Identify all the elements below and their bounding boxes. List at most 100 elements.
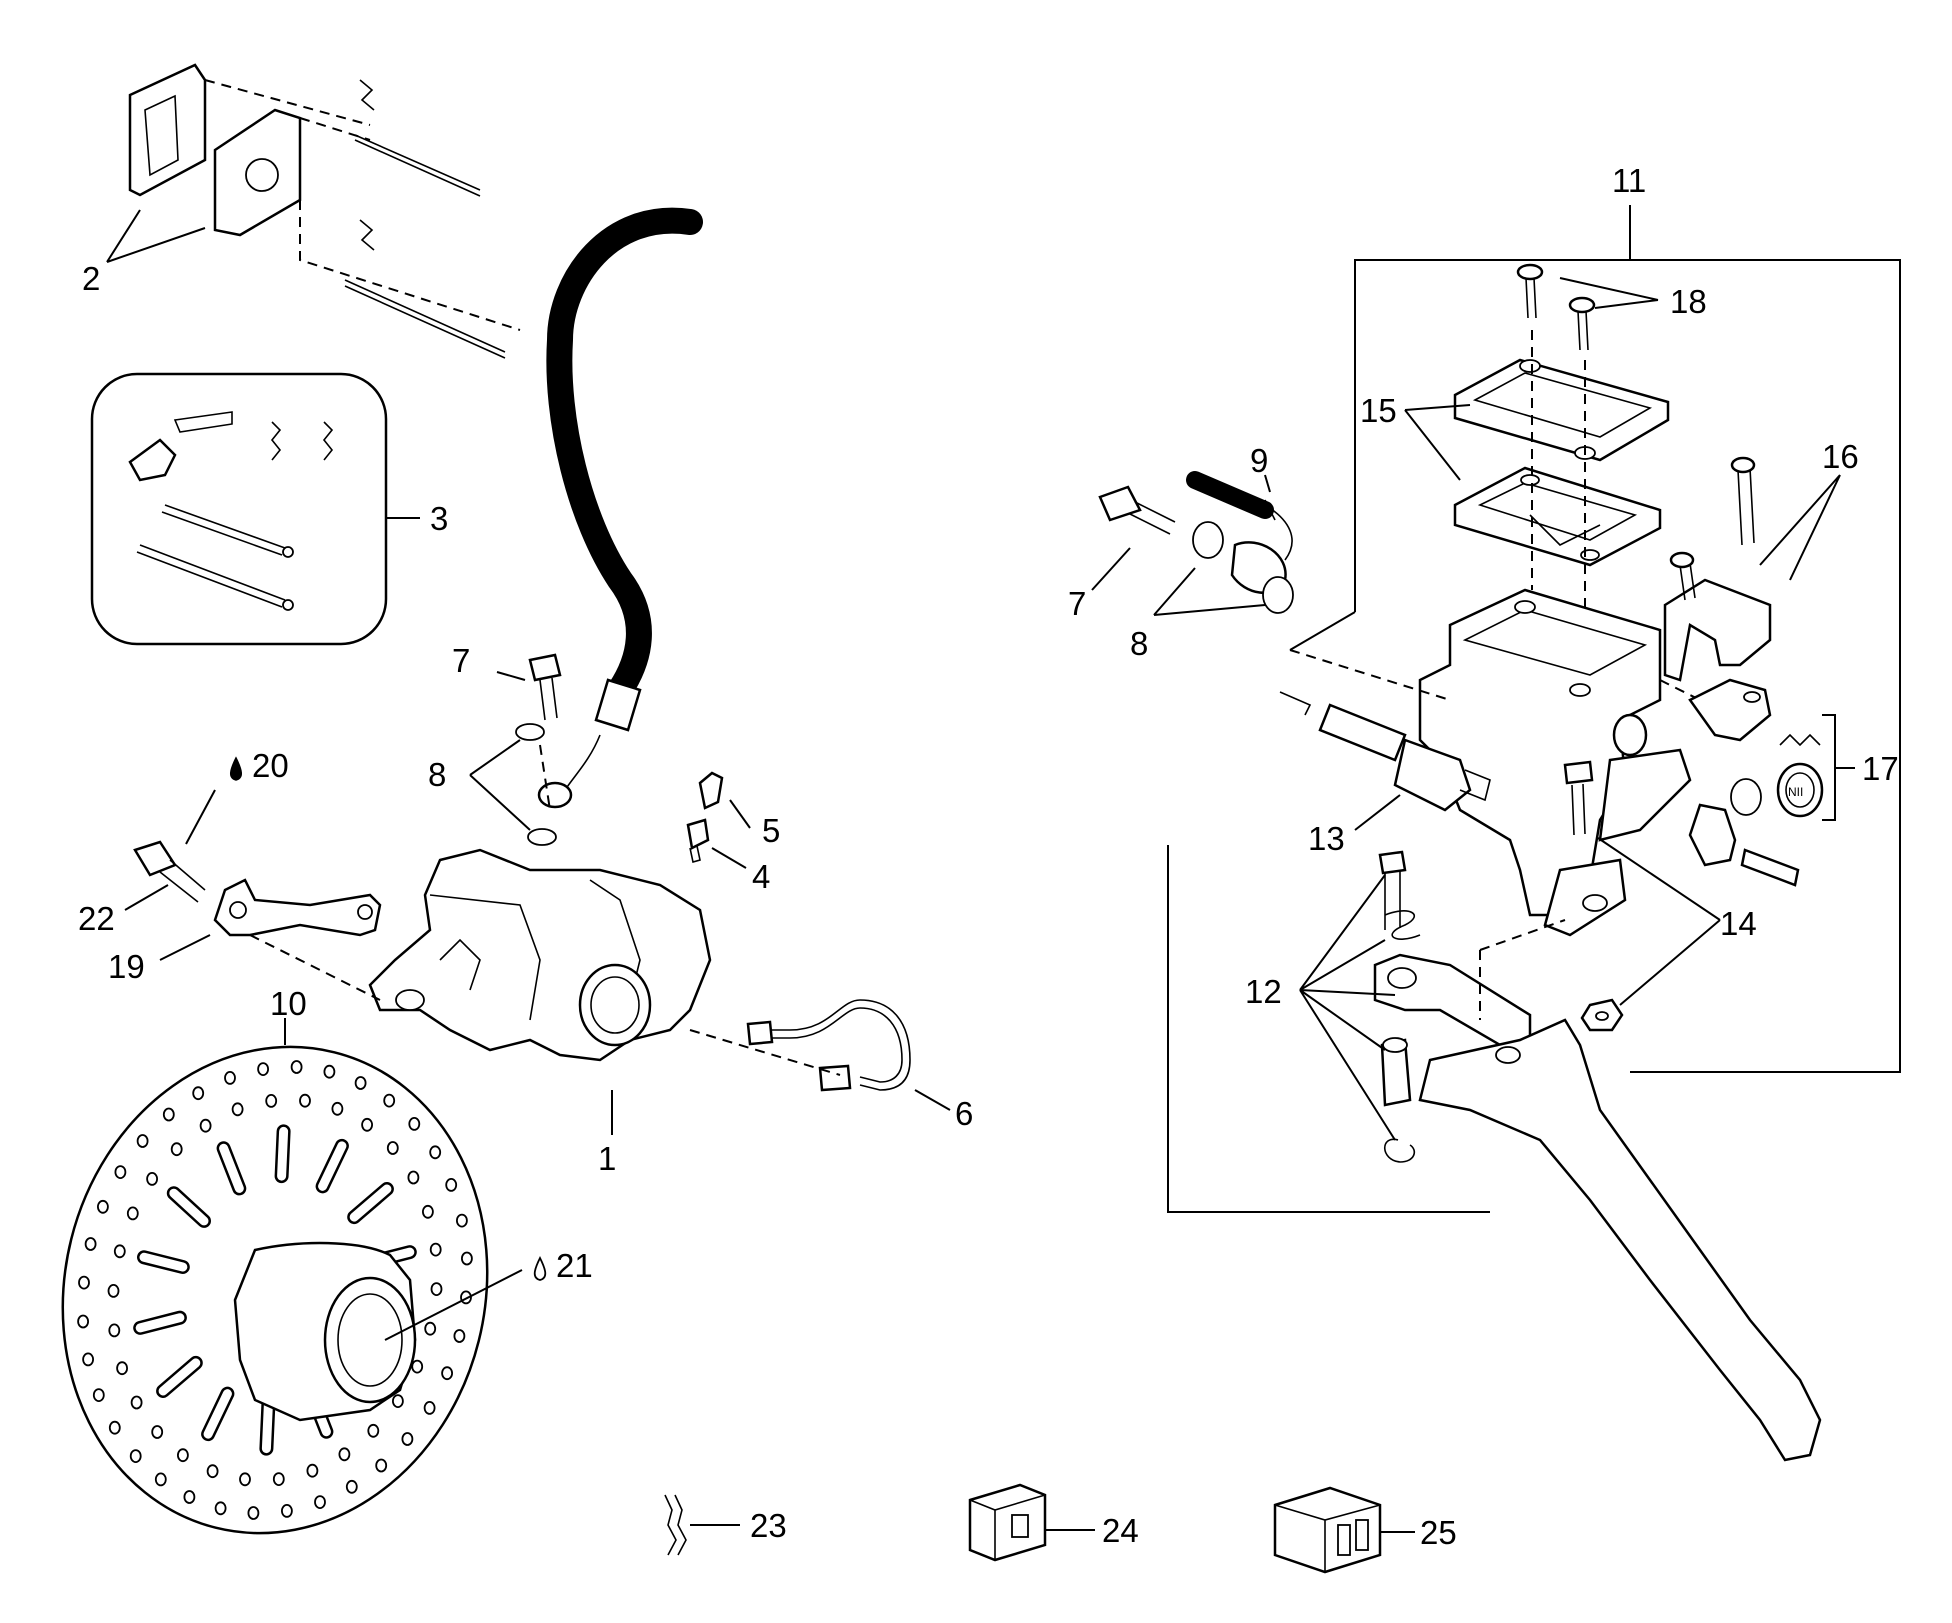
callout-3: 3 — [430, 500, 448, 537]
callout-14: 14 — [1720, 905, 1757, 942]
callout-24: 24 — [1102, 1512, 1139, 1549]
disc-perforation — [129, 1449, 142, 1463]
disc-slot — [169, 1188, 209, 1226]
connector-25 — [1273, 1486, 1382, 1574]
callout-17: 17 — [1862, 750, 1899, 787]
disc-perforation — [407, 1170, 420, 1185]
disc-perforation — [265, 1094, 278, 1108]
disc-perforation — [361, 1117, 374, 1132]
callout-1: 1 — [598, 1140, 616, 1177]
disc-perforation — [116, 1361, 128, 1376]
callout-22: 22 — [78, 900, 115, 937]
disc-slot — [261, 1399, 273, 1454]
callout-11: 11 — [1612, 162, 1646, 199]
disc-perforation — [108, 1323, 121, 1338]
assembly-bracket-lower — [1167, 845, 1490, 1213]
disc-perforation — [411, 1359, 424, 1374]
disc-perforation — [375, 1458, 388, 1473]
lever-pivot-parts — [1373, 850, 1566, 1163]
callout-12: 12 — [1245, 973, 1282, 1010]
callout-25: 25 — [1420, 1514, 1457, 1551]
grease-drop-icon-21 — [533, 1255, 547, 1281]
banjo-bolt-caliper — [515, 653, 562, 846]
disc-perforation — [192, 1086, 205, 1101]
grease-drop-icon-20 — [230, 756, 242, 781]
disc-perforation — [460, 1251, 473, 1266]
pin-kit — [90, 372, 388, 646]
leader-8a — [469, 739, 531, 831]
disc-perforation — [429, 1242, 442, 1257]
callout-8b: 8 — [1130, 625, 1148, 662]
disc-perforation — [424, 1321, 437, 1336]
disc-perforation — [323, 1064, 336, 1079]
disc-perforation — [423, 1401, 436, 1415]
bleeder-cap — [698, 771, 724, 810]
callout-2: 2 — [82, 260, 100, 297]
leader-7a — [496, 671, 526, 681]
bleeder-screw — [686, 818, 710, 850]
disc-perforation — [367, 1423, 380, 1438]
callout-4: 4 — [752, 858, 770, 895]
disc-perforation — [345, 1479, 358, 1494]
disc-perforation — [386, 1141, 399, 1155]
disc-perforation — [391, 1394, 404, 1408]
mounting-bolt-and-bracket — [133, 840, 382, 1001]
disc-perforation — [429, 1145, 442, 1160]
disc-slot — [219, 1143, 244, 1193]
disc-perforation — [92, 1388, 105, 1402]
callout-7a: 7 — [452, 642, 470, 679]
disc-perforation — [136, 1134, 149, 1148]
disc-slot — [203, 1389, 232, 1439]
callout-16: 16 — [1822, 438, 1859, 475]
callout-23: 23 — [750, 1507, 787, 1544]
disc-perforation — [113, 1244, 126, 1259]
bracket-17 — [1822, 714, 1855, 821]
reservoir-window-kit: NII — [1730, 733, 1824, 818]
disc-perforation — [231, 1102, 244, 1117]
brake-caliper — [368, 848, 712, 1062]
brake-light-switch — [1279, 691, 1491, 812]
callout-7b: 7 — [1068, 585, 1086, 622]
callout-19: 19 — [108, 948, 145, 985]
disc-perforation — [354, 1076, 367, 1090]
callout-15: 15 — [1360, 392, 1397, 429]
disc-perforation — [257, 1062, 270, 1076]
disc-slot — [135, 1313, 185, 1333]
disc-slot — [158, 1358, 201, 1396]
disc-perforation — [78, 1275, 90, 1290]
callout-9: 9 — [1250, 442, 1268, 479]
disc-perforation — [126, 1206, 139, 1221]
disc-perforation — [383, 1093, 396, 1108]
disc-perforation — [97, 1199, 109, 1214]
disc-perforation — [280, 1504, 293, 1518]
brake-line-pipe — [689, 999, 911, 1092]
disc-perforation — [338, 1447, 351, 1462]
disc-slot — [349, 1184, 392, 1222]
callout-5: 5 — [762, 812, 780, 849]
cover-screws — [1516, 263, 1596, 351]
callout-10: 10 — [270, 985, 307, 1022]
disc-perforation — [445, 1178, 458, 1192]
banjo-fitting — [537, 781, 573, 809]
disc-perforation — [108, 1420, 121, 1435]
disc-perforation — [306, 1463, 319, 1478]
disc-perforation — [299, 1093, 311, 1108]
leader-6 — [914, 1089, 951, 1111]
pivot-bolt-nut — [1563, 760, 1624, 1032]
disc-perforation — [441, 1366, 454, 1381]
brake-lever — [1418, 1018, 1822, 1462]
callout-18: 18 — [1670, 283, 1707, 320]
disc-perforation — [114, 1165, 127, 1179]
disc-perforation — [239, 1472, 251, 1487]
disc-perforation — [199, 1118, 212, 1133]
disc-perforation — [82, 1352, 94, 1367]
handlebar-clamp — [1663, 456, 1772, 742]
disc-perforation — [247, 1506, 260, 1520]
connector-24 — [968, 1483, 1047, 1562]
disc-slot — [318, 1141, 347, 1191]
disc-perforation — [421, 1204, 434, 1219]
brake-disc — [61, 1045, 489, 1535]
disc-perforation — [146, 1172, 159, 1186]
disc-perforation — [107, 1284, 120, 1298]
